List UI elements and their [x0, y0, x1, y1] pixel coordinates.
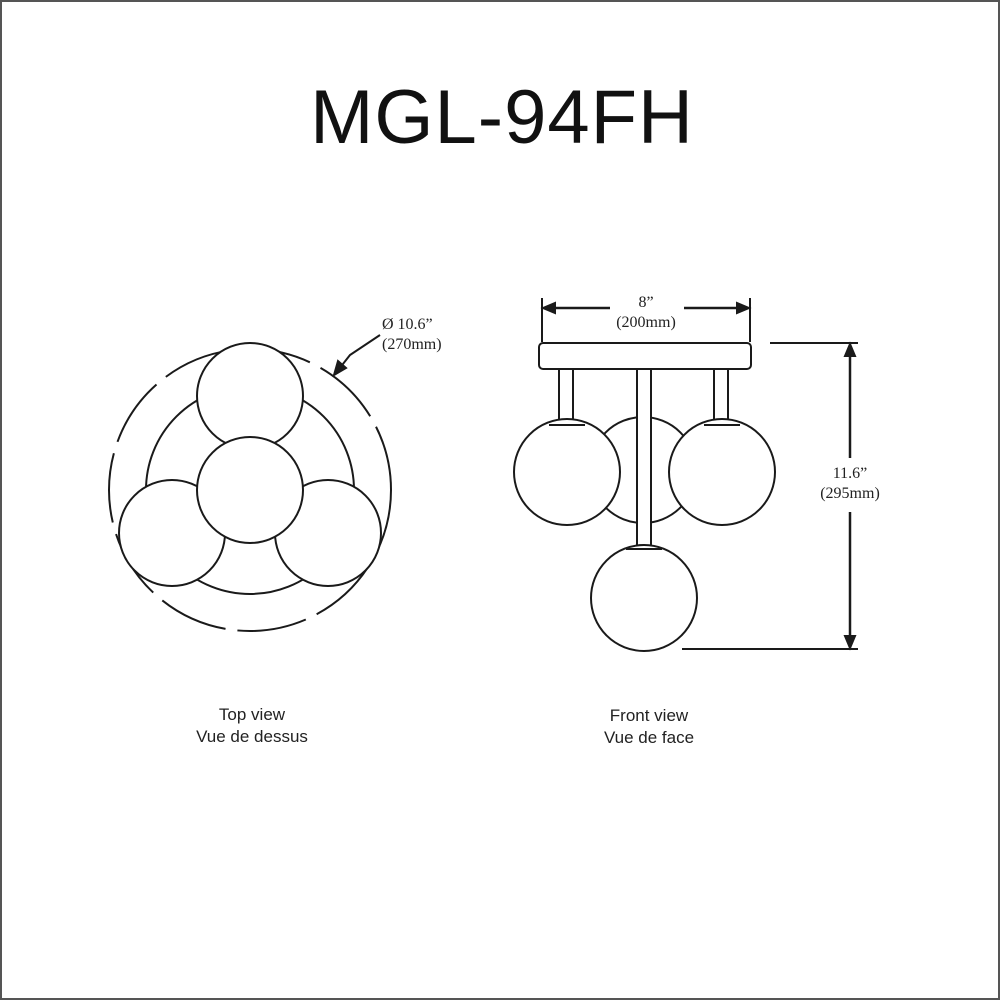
- width-arrow-left: [540, 301, 556, 315]
- top-view-caption-en: Top view: [218, 705, 286, 724]
- front-view-width-label: 8” (200mm): [596, 293, 696, 333]
- front-view-caption-en: Front view: [609, 706, 689, 725]
- model-title: MGL-94FH: [310, 75, 694, 160]
- top-view-caption-fr: Vue de dessus: [196, 727, 308, 746]
- height-dimension: [682, 341, 858, 651]
- width-arrow-right: [736, 301, 752, 315]
- top-view-diameter-mm: (270mm): [382, 336, 442, 353]
- front-view-canopy: [538, 342, 752, 370]
- front-view-globe-right: [668, 418, 776, 526]
- front-view-rod-right: [713, 368, 729, 424]
- front-view-drawing: [513, 342, 776, 652]
- top-view-diameter-inches: Ø 10.6”: [382, 316, 433, 333]
- top-view-drawing: [108, 334, 392, 632]
- top-view-diameter-arrowhead: [332, 359, 348, 378]
- front-view-rod-left: [558, 368, 574, 424]
- top-view-caption: Top view Vue de dessus: [102, 704, 402, 748]
- front-view-height-inches: 11.6”: [832, 465, 868, 482]
- height-arrow-bottom: [843, 635, 857, 651]
- front-view-width-inches: 8”: [638, 294, 654, 311]
- front-view-rod-center: [636, 368, 652, 548]
- width-dimension: [540, 298, 752, 342]
- height-arrow-top: [843, 341, 857, 357]
- front-view-caption: Front view Vue de face: [499, 705, 799, 749]
- front-view-width-mm: (200mm): [616, 314, 676, 331]
- front-view-height-label: 11.6” (295mm): [800, 464, 900, 504]
- front-view-height-mm: (295mm): [820, 485, 880, 502]
- front-view-globe-bottom: [590, 544, 698, 652]
- top-view-globe-top: [196, 342, 304, 450]
- top-view-globe-center: [196, 436, 304, 544]
- top-view-diameter-leader: [338, 334, 381, 370]
- front-view-globe-left: [513, 418, 621, 526]
- top-view-diameter-label: Ø 10.6” (270mm): [382, 315, 482, 355]
- front-view-caption-fr: Vue de face: [603, 728, 695, 747]
